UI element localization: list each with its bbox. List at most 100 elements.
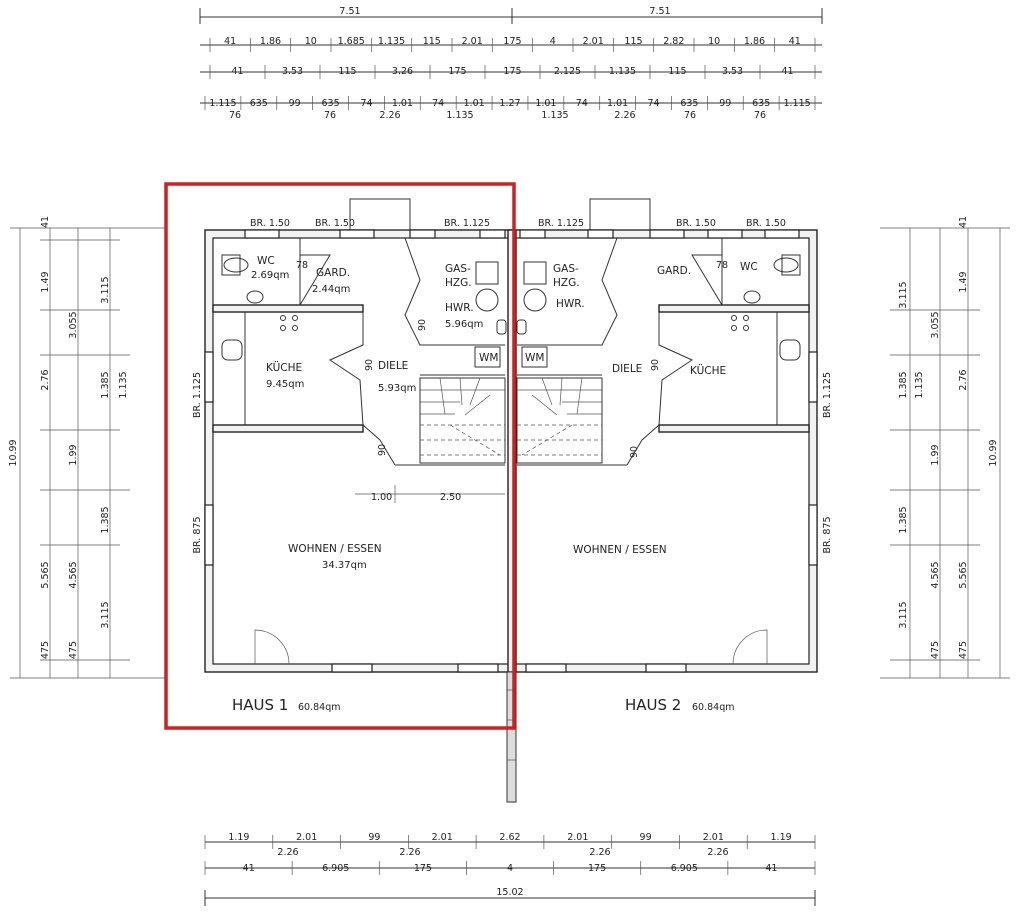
dim-value: 635 bbox=[250, 98, 268, 109]
dim-value: 99 bbox=[289, 98, 301, 109]
door-width: 90 bbox=[364, 359, 375, 371]
right-dimension-chains: 10.99 1.49 2.76 5.565 475 3.055 1.99 4.5… bbox=[880, 216, 1010, 679]
dim-right-top: 41 bbox=[958, 216, 969, 228]
dim-left-3115b: 3.115 bbox=[100, 601, 111, 628]
door-width: 90 bbox=[650, 359, 661, 371]
room-kueche-area: 9.45qm bbox=[266, 379, 304, 390]
door-width: 78 bbox=[296, 260, 308, 271]
dim-value: 74 bbox=[647, 98, 659, 109]
dim-value: 2.01 bbox=[583, 36, 604, 47]
dim-value: 2.01 bbox=[703, 832, 724, 843]
room-gard-area: 2.44qm bbox=[312, 284, 350, 295]
dim-value-sub: 2.26 bbox=[277, 847, 298, 858]
dim-value: 1.86 bbox=[744, 36, 765, 47]
dim-left-3055: 3.055 bbox=[68, 311, 79, 338]
room-wm: WM bbox=[479, 352, 498, 364]
haus1-highlight-box bbox=[164, 182, 516, 730]
bottom-dimension-chains: 15.02 bbox=[204, 841, 816, 906]
dim-left-149: 1.49 bbox=[40, 271, 51, 292]
dim-value-sub: 2.26 bbox=[614, 110, 635, 121]
haus1-area: 60.84qm bbox=[298, 702, 340, 713]
dim-value: 74 bbox=[576, 98, 588, 109]
door-width: 78 bbox=[716, 260, 728, 271]
room-wohnen: WOHNEN / ESSEN bbox=[288, 543, 382, 555]
dim-value: 3.26 bbox=[392, 66, 413, 77]
dim-right-5565: 5.565 bbox=[958, 561, 969, 588]
room-wohnen-area: 34.37qm bbox=[322, 560, 367, 571]
inner-dim: 2.50 bbox=[440, 492, 461, 503]
dim-value: 1.135 bbox=[378, 36, 405, 47]
dim-right-475: 475 bbox=[958, 641, 969, 659]
dim-right-3115b: 3.115 bbox=[898, 601, 909, 628]
dim-value: 41 bbox=[231, 66, 243, 77]
top-dimension-chains: 7.51 7.51 bbox=[199, 6, 823, 104]
dim-right-4565: 4.565 bbox=[930, 561, 941, 588]
dim-value: 1.01 bbox=[607, 98, 628, 109]
room-hwr: HWR. bbox=[445, 302, 474, 314]
dim-value: 1.86 bbox=[260, 36, 281, 47]
door-width: 90 bbox=[377, 444, 388, 456]
dim-right-3055: 3.055 bbox=[930, 311, 941, 338]
window-label-side: BR. 1.125 bbox=[822, 372, 833, 418]
dim-value: 4 bbox=[550, 36, 556, 47]
dim-top-left: 7.51 bbox=[339, 6, 360, 17]
dim-value: 1.19 bbox=[228, 832, 249, 843]
haus1-labels: BR. 1.50 BR. 1.50 BR. 1.125 BR. 1.125 BR… bbox=[192, 218, 505, 714]
dim-value: 175 bbox=[503, 66, 521, 77]
room-diele-area: 5.93qm bbox=[378, 383, 416, 394]
dim-value: 115 bbox=[423, 36, 441, 47]
room-diele: DIELE bbox=[378, 360, 408, 372]
dim-value: 6.905 bbox=[322, 863, 349, 874]
dim-right-149: 1.49 bbox=[958, 271, 969, 292]
dim-value-sub: 76 bbox=[684, 110, 696, 121]
window-label: BR. 1.125 bbox=[538, 218, 584, 229]
dim-value: 2.82 bbox=[663, 36, 684, 47]
window-label: BR. 1.125 bbox=[444, 218, 490, 229]
dim-top-right: 7.51 bbox=[649, 6, 670, 17]
room-gas: GAS- bbox=[553, 263, 579, 275]
dim-value-sub: 2.26 bbox=[589, 847, 610, 858]
dim-value: 115 bbox=[338, 66, 356, 77]
dim-value: 1.115 bbox=[209, 98, 236, 109]
stairs-haus2 bbox=[516, 377, 603, 464]
dim-value: 2.125 bbox=[554, 66, 581, 77]
dim-value: 1.01 bbox=[392, 98, 413, 109]
dim-value: 4 bbox=[507, 863, 513, 874]
window-label-side: BR. 1.125 bbox=[192, 372, 203, 418]
dim-left-1385b: 1.385 bbox=[100, 506, 111, 533]
dim-bottom-total: 15.02 bbox=[496, 887, 523, 898]
dim-value: 1.685 bbox=[338, 36, 365, 47]
haus2-labels: BR. 1.125 BR. 1.50 BR. 1.50 BR. 1.125 BR… bbox=[525, 218, 833, 714]
dim-value: 1.01 bbox=[535, 98, 556, 109]
dim-left-475: 475 bbox=[40, 641, 51, 659]
dim-value: 41 bbox=[765, 863, 777, 874]
dim-right-1135: 1.135 bbox=[914, 371, 925, 398]
dim-value: 10 bbox=[305, 36, 317, 47]
room-wc-area: 2.69qm bbox=[251, 270, 289, 281]
dim-value: 115 bbox=[624, 36, 642, 47]
dim-value: 635 bbox=[752, 98, 770, 109]
door-width: 90 bbox=[417, 319, 428, 331]
dim-value: 1.01 bbox=[464, 98, 485, 109]
dim-left-1135: 1.135 bbox=[118, 371, 129, 398]
window-label-side: BR. 875 bbox=[192, 517, 203, 554]
room-gard: GARD. bbox=[657, 265, 691, 277]
dim-value-sub: 76 bbox=[229, 110, 241, 121]
dim-value: 99 bbox=[719, 98, 731, 109]
dim-left-3115: 3.115 bbox=[100, 276, 111, 303]
dim-value-sub: 2.26 bbox=[379, 110, 400, 121]
dim-left-1385: 1.385 bbox=[100, 371, 111, 398]
room-gard: GARD. bbox=[316, 267, 350, 279]
dim-value: 10 bbox=[708, 36, 720, 47]
haus2-label: HAUS 2 bbox=[625, 696, 681, 714]
dim-value: 41 bbox=[789, 36, 801, 47]
dim-value: 6.905 bbox=[671, 863, 698, 874]
window-label-side: BR. 875 bbox=[822, 517, 833, 554]
window-label: BR. 1.50 bbox=[746, 218, 786, 229]
dim-right-1385b: 1.385 bbox=[898, 506, 909, 533]
dim-right-3115: 3.115 bbox=[898, 281, 909, 308]
room-diele: DIELE bbox=[612, 363, 642, 375]
